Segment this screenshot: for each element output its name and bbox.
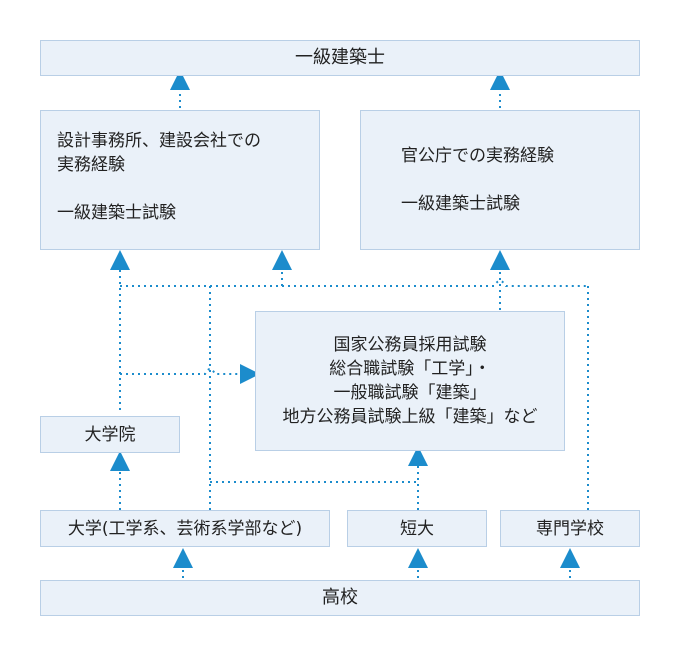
node-public-practice: 官公庁での実務経験 一級建築士試験 xyxy=(360,110,640,250)
node-civil-service-line1: 国家公務員採用試験 xyxy=(333,335,487,355)
node-first-class-architect-label: 一級建築士 xyxy=(295,47,385,68)
connector-distribution xyxy=(120,280,588,287)
node-civil-service-line4: 地方公務員試験上級「建築」など xyxy=(282,407,538,427)
node-university-label: 大学(工学系、芸術系学部など) xyxy=(67,518,303,539)
node-first-class-architect: 一級建築士 xyxy=(40,40,640,76)
node-civil-service-line3: 一般職試験「建築」 xyxy=(333,383,487,403)
node-university: 大学(工学系、芸術系学部など) xyxy=(40,510,330,547)
node-public-practice-exam: 一級建築士試験 xyxy=(401,194,520,214)
node-private-practice-line1: 設計事務所、建設会社での xyxy=(57,131,261,151)
node-junior-college-label: 短大 xyxy=(400,518,434,539)
node-private-practice: 設計事務所、建設会社での 実務経験 一級建築士試験 xyxy=(40,110,320,250)
node-public-practice-line1: 官公庁での実務経験 xyxy=(401,146,554,166)
node-vocational-school: 専門学校 xyxy=(500,510,640,547)
connector-graduate-civil xyxy=(120,364,260,384)
node-graduate-school: 大学院 xyxy=(40,416,180,453)
node-high-school: 高校 xyxy=(40,580,640,616)
node-private-practice-exam: 一級建築士試験 xyxy=(57,203,176,223)
node-civil-service-exams: 国家公務員採用試験 総合職試験「工学」・ 一般職試験「建築」 地方公務員試験上級… xyxy=(255,311,565,451)
node-private-practice-line2: 実務経験 xyxy=(57,155,125,175)
node-high-school-label: 高校 xyxy=(322,587,358,608)
node-vocational-school-label: 専門学校 xyxy=(536,518,604,539)
node-junior-college: 短大 xyxy=(347,510,487,547)
node-civil-service-line2: 総合職試験「工学」・ xyxy=(329,359,491,379)
node-graduate-school-label: 大学院 xyxy=(84,424,136,445)
